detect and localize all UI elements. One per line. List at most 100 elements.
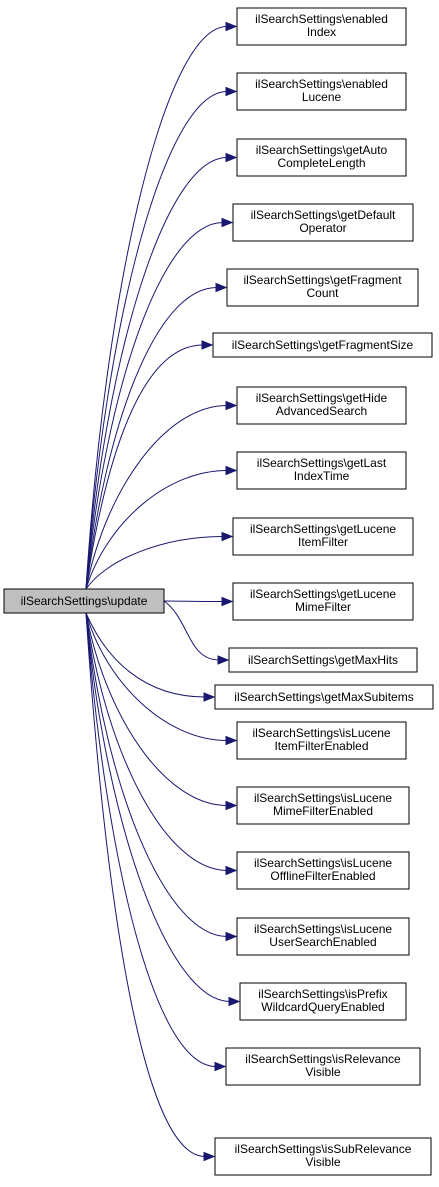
callee-node-label-line: ilSearchSettings\getFragmentSize — [232, 338, 414, 352]
callee-node-box — [236, 851, 410, 890]
arrowhead-is-lucene-offline-filter-enabled — [225, 865, 238, 876]
callee-node-box — [236, 386, 407, 425]
callee-node-box — [225, 1047, 421, 1086]
arrowhead-get-last-index-time — [225, 465, 238, 476]
call-nodes: ilSearchSettings\update ilSearchSettings… — [3, 7, 434, 1176]
callee-node-label-line: Operator — [299, 221, 346, 235]
callee-node-label-line: Index — [307, 25, 336, 39]
call-edges — [85, 21, 241, 1162]
callee-node-label-line: ilSearchSettings\isLucene — [254, 791, 392, 805]
callee-node-label-line: ilSearchSettings\isPrefix — [258, 987, 387, 1001]
callee-node-box — [228, 647, 418, 673]
arrowhead-is-relevance-visible — [214, 1061, 227, 1072]
callee-node-label-line: ilSearchSettings\isRelevance — [245, 1052, 401, 1066]
callee-node-get-max-subitems[interactable]: ilSearchSettings\getMaxSubitems — [214, 684, 434, 710]
call-edge-get-max-hits — [163, 600, 220, 661]
callee-node-label-line: ilSearchSettings\enabled — [255, 77, 388, 91]
call-edge-is-lucene-offline-filter-enabled — [85, 612, 228, 871]
callee-node-label-line: ilSearchSettings\getAuto — [256, 143, 388, 157]
callee-node-is-lucene-user-search-enabled[interactable]: ilSearchSettings\isLuceneUserSearchEnabl… — [236, 917, 410, 956]
callee-node-label-line: ilSearchSettings\isLucene — [252, 726, 390, 740]
callee-node-label-line: Count — [306, 286, 339, 300]
call-edge-is-prefix-wildcard-query-enabled — [85, 612, 231, 1002]
callee-node-label-line: ItemFilter — [298, 535, 348, 549]
arrowhead-is-lucene-mime-filter-enabled — [225, 800, 238, 811]
callee-node-box — [236, 721, 407, 760]
callee-node-box — [236, 786, 410, 825]
call-edge-get-default-operator — [85, 222, 224, 590]
arrowhead-enabled-index — [225, 21, 238, 32]
callee-node-get-fragment-size[interactable]: ilSearchSettings\getFragmentSize — [212, 332, 433, 358]
arrowhead-is-lucene-item-filter-enabled — [225, 735, 238, 746]
call-edge-get-hide-advanced-search — [85, 405, 228, 590]
call-edge-enabled-lucene — [85, 91, 228, 590]
callee-node-label-line: ilSearchSettings\getDefault — [251, 208, 396, 222]
arrowhead-get-auto-complete-length — [225, 152, 238, 163]
callee-node-box — [232, 203, 414, 242]
call-edge-is-relevance-visible — [85, 612, 217, 1067]
root-node[interactable]: ilSearchSettings\update — [3, 588, 165, 614]
callee-node-label-line: ilSearchSettings\isLucene — [254, 856, 392, 870]
callee-node-label-line: MimeFilterEnabled — [273, 804, 373, 818]
arrowhead-get-max-subitems — [203, 692, 216, 702]
call-edge-get-lucene-item-filter — [85, 536, 224, 590]
callee-node-box — [232, 517, 414, 556]
call-edge-get-fragment-size — [85, 344, 204, 590]
arrowhead-get-lucene-item-filter — [221, 531, 234, 542]
callee-node-label-line: WildcardQueryEnabled — [261, 1000, 384, 1014]
arrowhead-enabled-lucene — [225, 86, 238, 97]
call-edge-get-auto-complete-length — [85, 157, 228, 590]
call-edge-get-lucene-mime-filter — [163, 600, 224, 602]
callee-node-label-line: ilSearchSettings\getLucene — [250, 587, 396, 601]
callee-node-box — [232, 582, 414, 621]
call-edge-is-sub-relevance-visible — [85, 612, 206, 1157]
call-edge-get-max-subitems — [85, 612, 206, 698]
callee-node-box — [214, 1137, 432, 1176]
callee-node-label-line: ilSearchSettings\getFragment — [243, 273, 402, 287]
callee-node-label-line: Lucene — [302, 90, 342, 104]
callee-node-box — [226, 268, 419, 307]
callee-node-is-lucene-item-filter-enabled[interactable]: ilSearchSettings\isLuceneItemFilterEnabl… — [236, 721, 407, 760]
callee-node-label-line: ilSearchSettings\enabled — [255, 12, 388, 26]
callee-node-label-line: MimeFilter — [295, 600, 351, 614]
callee-node-get-max-hits[interactable]: ilSearchSettings\getMaxHits — [228, 647, 418, 673]
callee-node-box — [236, 917, 410, 956]
callee-node-label-line: ilSearchSettings\getHide — [256, 391, 388, 405]
callee-node-label-line: ilSearchSettings\isSubRelevance — [235, 1142, 412, 1156]
callee-node-box — [239, 982, 407, 1021]
callee-node-label-line: OfflineFilterEnabled — [270, 869, 375, 883]
callee-node-box — [212, 332, 433, 358]
callee-node-box — [236, 138, 407, 177]
arrowhead-is-lucene-user-search-enabled — [225, 931, 238, 942]
callee-node-label-line: CompleteLength — [277, 156, 365, 170]
callee-node-box — [236, 451, 407, 490]
callee-node-label-line: UserSearchEnabled — [269, 935, 376, 949]
callee-node-label-line: ilSearchSettings\getMaxSubitems — [234, 690, 413, 704]
callee-node-label-line: ilSearchSettings\getMaxHits — [248, 653, 398, 667]
arrowhead-get-max-hits — [217, 655, 230, 665]
callee-node-is-lucene-offline-filter-enabled[interactable]: ilSearchSettings\isLuceneOfflineFilterEn… — [236, 851, 410, 890]
callee-node-label-line: ilSearchSettings\getLast — [257, 456, 387, 470]
call-edge-get-last-index-time — [85, 470, 228, 590]
arrowhead-get-lucene-mime-filter — [221, 596, 234, 607]
call-edge-get-fragment-count — [85, 287, 218, 590]
callee-node-is-lucene-mime-filter-enabled[interactable]: ilSearchSettings\isLuceneMimeFilterEnabl… — [236, 786, 410, 825]
arrowhead-get-hide-advanced-search — [225, 400, 238, 411]
callee-node-box — [236, 72, 407, 111]
root-node-label: ilSearchSettings\update — [21, 594, 148, 608]
callee-node-is-prefix-wildcard-query-enabled[interactable]: ilSearchSettings\isPrefixWildcardQueryEn… — [239, 982, 407, 1021]
call-edge-is-lucene-item-filter-enabled — [85, 612, 228, 741]
callee-node-label-line: IndexTime — [294, 469, 350, 483]
